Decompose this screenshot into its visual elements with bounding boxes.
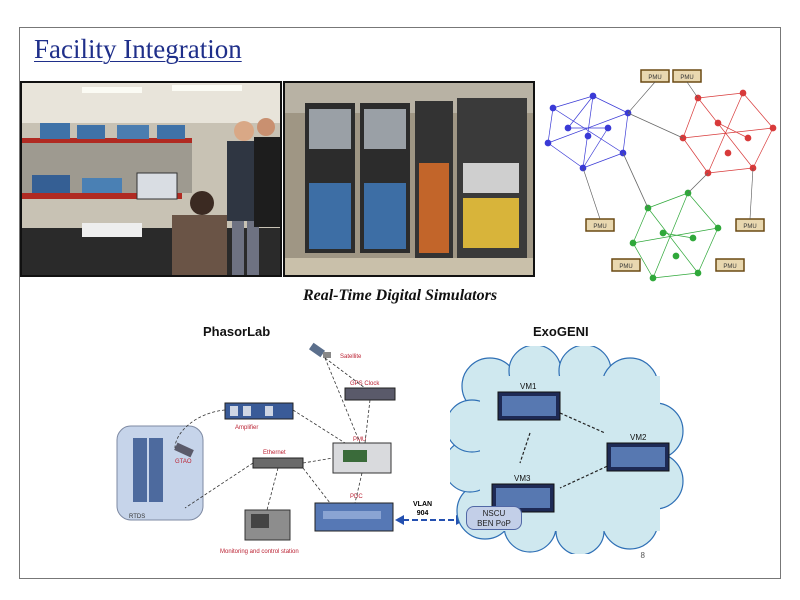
vm1-label: VM1 <box>520 382 537 391</box>
page-number: 8 <box>640 551 645 560</box>
vm3-label: VM3 <box>514 474 531 483</box>
red-cluster <box>679 89 777 177</box>
gps-clock-device <box>344 387 396 401</box>
slide: Facility Integration <box>19 27 781 579</box>
pmu-bottom-boxes: PMU PMU <box>611 258 745 272</box>
vlan-id: 904 <box>416 510 429 517</box>
vlan-label: VLAN 904 <box>413 500 432 518</box>
pmu-label-6: PMU <box>723 264 736 270</box>
vm-graph: VM1 VM2 VM3 <box>491 382 670 513</box>
pmu-network-diagram: PMU PMU PMU PMU <box>544 69 777 282</box>
pmu-label-4: PMU <box>743 224 756 230</box>
satellite-label: Satellite <box>340 354 362 360</box>
ethernet-switch <box>252 457 304 469</box>
gps-clock-label: GPS Clock <box>350 381 380 387</box>
rtds-label: RTDS <box>129 514 145 520</box>
satellite-icon <box>308 342 331 358</box>
nscu-line1: NSCU <box>482 509 506 518</box>
lab-photo <box>20 81 282 277</box>
amplifier-label: Amplifier <box>235 425 258 431</box>
phasorlab-title: PhasorLab <box>203 324 271 339</box>
phasorlab-diagram: Satellite GPS Clock Amplifier PMU RTDS G… <box>116 342 396 555</box>
gtao-device <box>174 442 194 458</box>
pmu-boxes <box>585 69 765 232</box>
photos-caption: Real-Time Digital Simulators <box>302 287 498 304</box>
blue-cluster <box>544 92 632 172</box>
pmu-label-2: PMU <box>680 75 693 81</box>
rtds-racks-photo <box>283 81 535 277</box>
pmu-label-1: PMU <box>648 75 661 81</box>
nscu-ben-pop: NSCU BEN PoP <box>466 506 522 530</box>
ethernet-label: Ethernet <box>263 450 286 456</box>
amplifier-device <box>224 402 294 420</box>
vm2-label: VM2 <box>630 433 647 442</box>
vlan-text: VLAN <box>413 501 433 508</box>
station-label: Monitoring and control station <box>220 549 299 555</box>
exogeni-title: ExoGENI <box>533 324 589 339</box>
pmu-label-3: PMU <box>593 224 606 230</box>
pdc-label: PDC <box>350 494 363 500</box>
pmu-label-5: PMU <box>619 264 632 270</box>
slide-title: Facility Integration <box>34 34 242 64</box>
nscu-line2: BEN PoP <box>477 519 511 528</box>
pmu-device-label: PMU <box>353 437 366 443</box>
gtao-label: GTAO <box>175 459 192 465</box>
